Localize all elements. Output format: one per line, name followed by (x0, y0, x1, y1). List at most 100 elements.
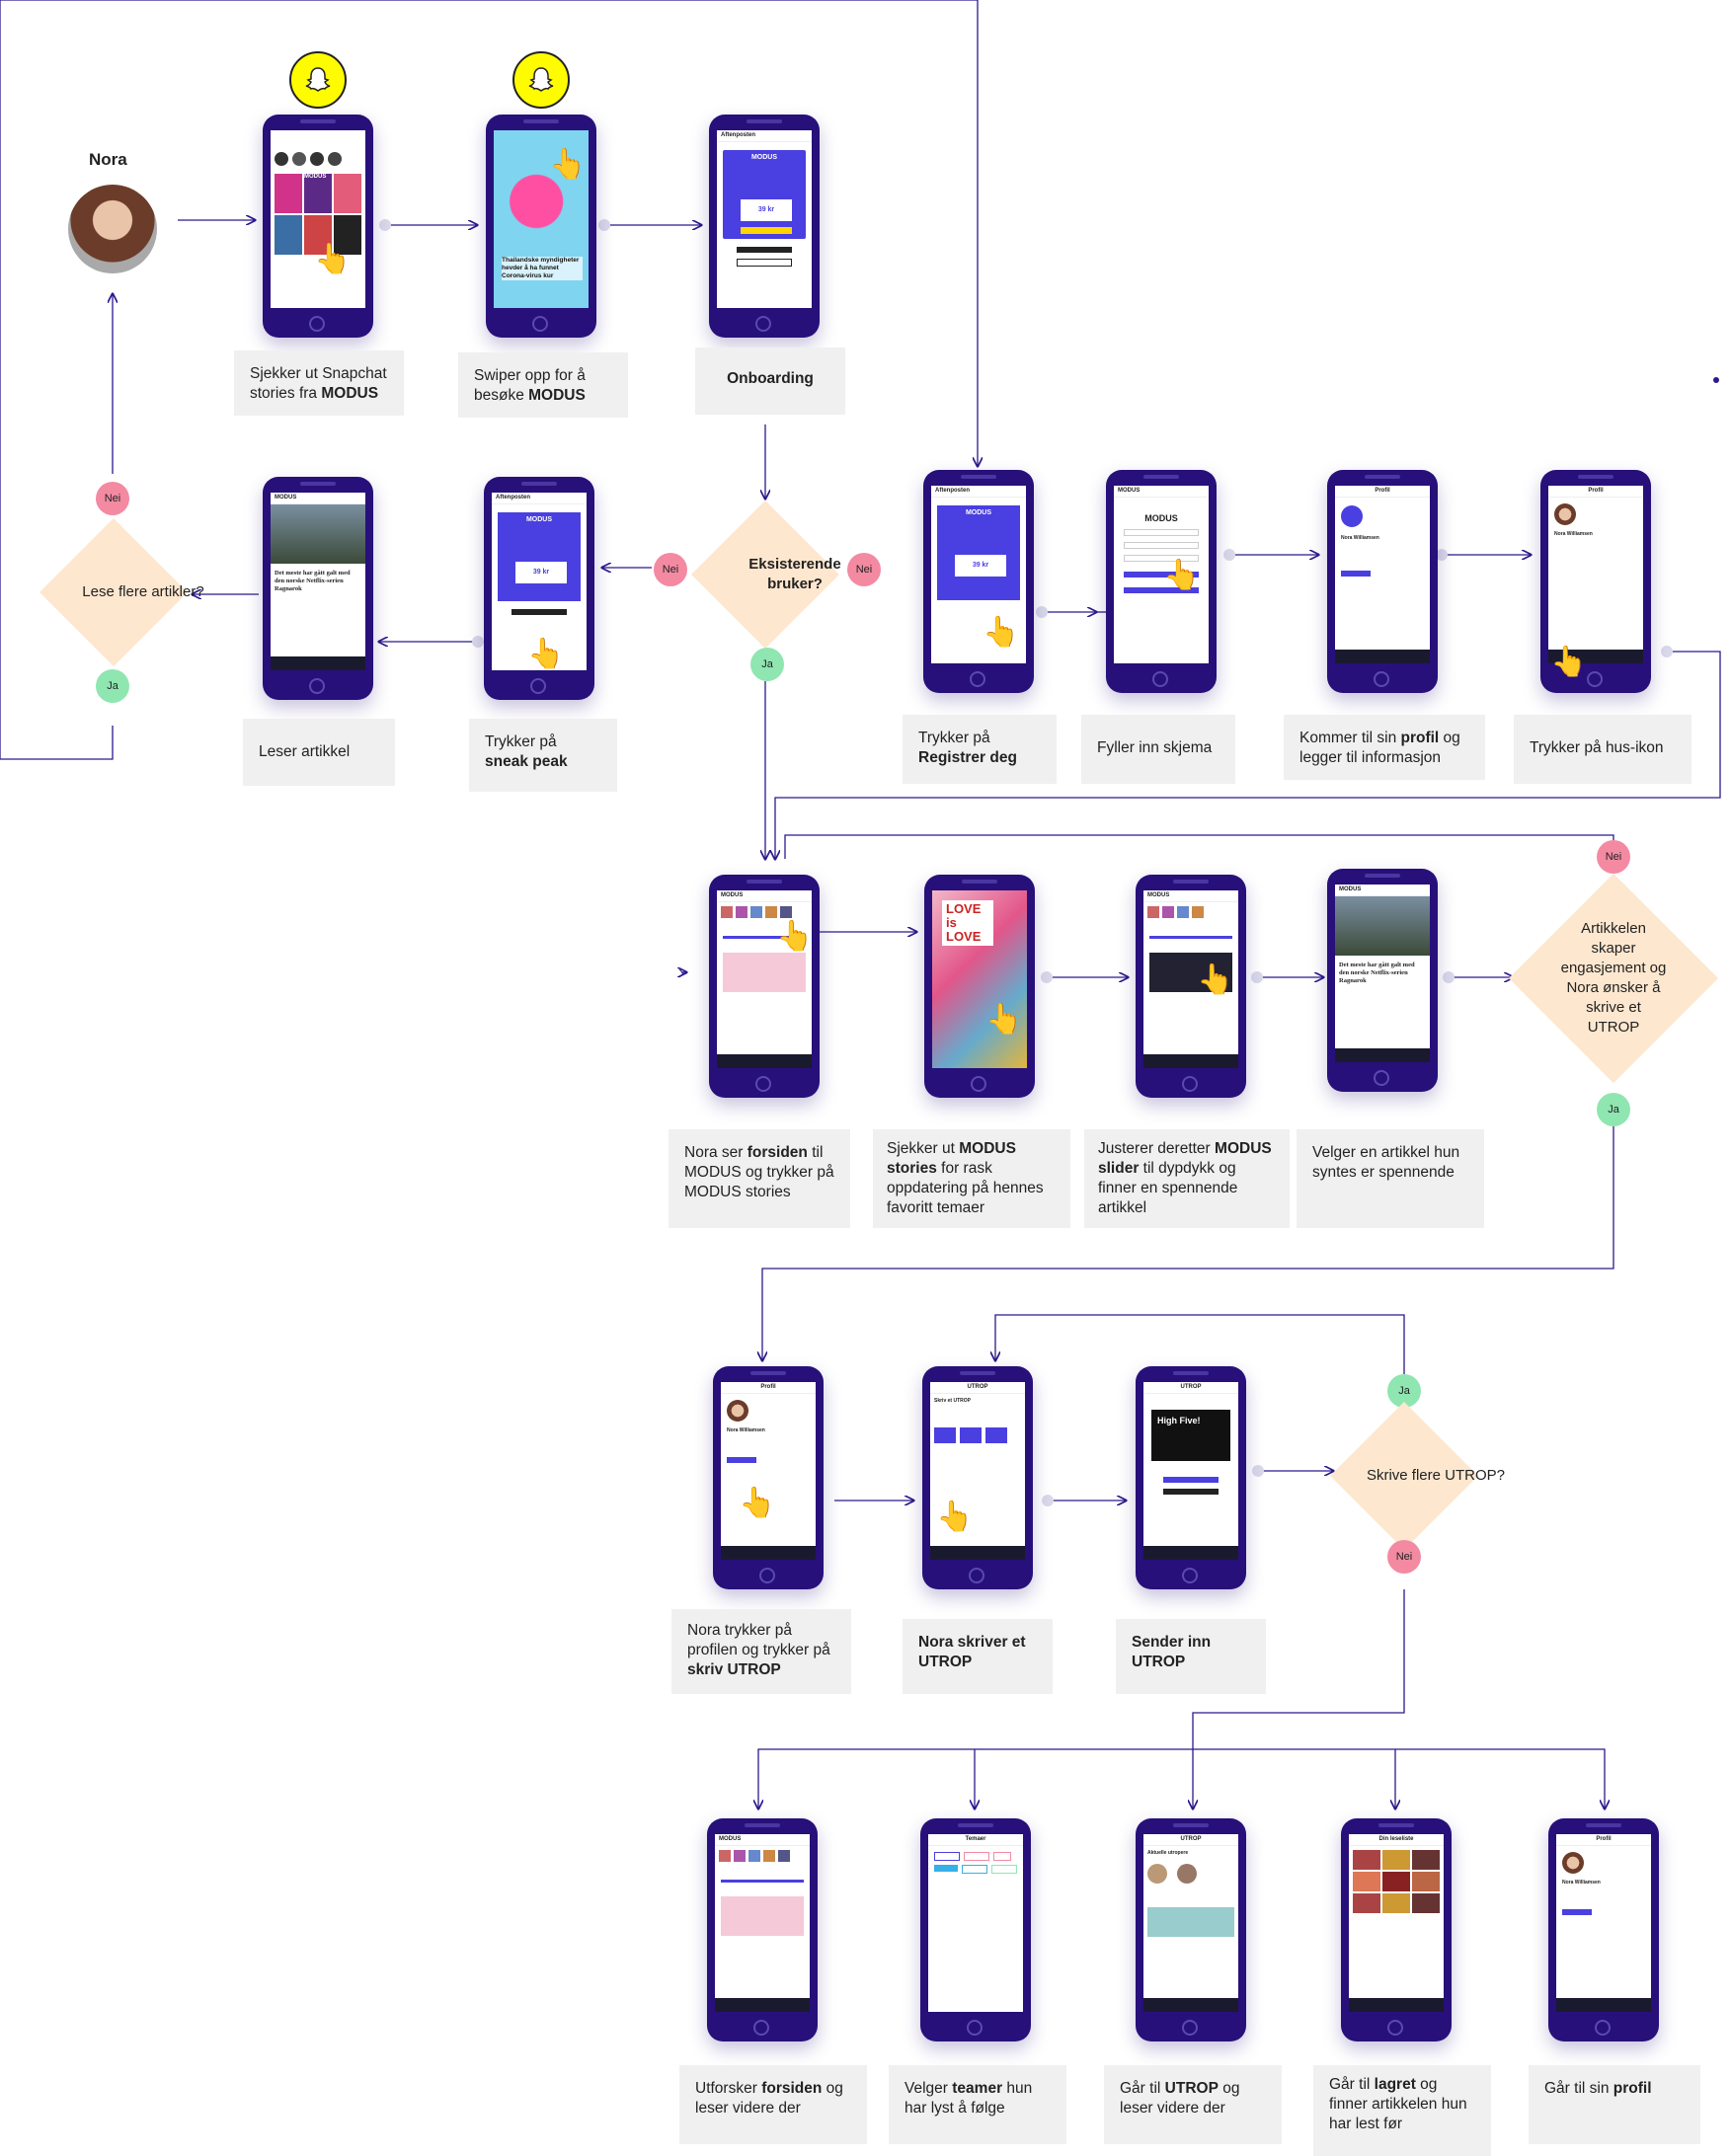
screen-brand: Aftenposten (717, 130, 812, 142)
phone-profile-home: Profil Nora Williamsen 👆 (1540, 470, 1651, 693)
modus-offer-title: MODUS (525, 516, 553, 523)
decision-lese-flere: Lese flere artikler? (39, 518, 204, 666)
screen-brand: Profil (721, 1382, 816, 1394)
phone-article: MODUS Det meste har gått galt med den no… (263, 477, 373, 700)
article-title: Det meste har gått galt med den norske N… (275, 570, 351, 592)
step-label: Justerer deretter MODUS slider til dypdy… (1084, 1129, 1290, 1228)
step-label: Går til lagret og finner artikkelen hun … (1313, 2065, 1491, 2156)
step-label: Går til sin profil (1529, 2065, 1700, 2144)
step-label: Trykker på Registrer deg (903, 715, 1057, 784)
snapchat-icon (289, 51, 347, 109)
screen-brand: MODUS (1143, 890, 1238, 902)
step-label: Onboarding (695, 347, 845, 415)
slider-hand-icon: 👆 (1197, 963, 1234, 996)
step-label: Går til UTROP og leser videre der (1104, 2065, 1282, 2144)
screen-brand: Profil (1556, 1834, 1651, 1846)
price: 39 kr (741, 199, 792, 221)
screen-brand: MODUS (1114, 486, 1209, 498)
decision-text: Artikkelen skaper engasjement og Nora øn… (1560, 920, 1667, 1036)
screen-brand: UTROP (1143, 1834, 1238, 1846)
modus-tile[interactable]: MODUS (304, 174, 332, 213)
tap-hand-icon: 👆 (936, 1501, 974, 1533)
phone-explore-frontpage: MODUS (707, 1818, 818, 2041)
badge-nei: Nei (654, 553, 687, 586)
profile-name: Nora Williamsen (1554, 531, 1593, 537)
step-label: Leser artikkel (243, 719, 395, 786)
screen-brand: Aftenposten (492, 493, 587, 504)
phone-profile: Profil Nora Williamsen (1327, 470, 1438, 693)
step-label: Velger teamer hun har lyst å følge (889, 2065, 1066, 2144)
phone-compose-utrop: UTROP Skriv et UTROP 👆 (922, 1366, 1033, 1589)
phone-snap-article: Thailandske myndigheter hevder å ha funn… (486, 115, 596, 338)
phone-own-profile: Profil Nora Williamsen (1548, 1818, 1659, 2041)
tap-hand-icon: 👆 (527, 638, 565, 670)
tap-hand-icon: 👆 (739, 1487, 776, 1519)
step-label: Nora ser forsiden til MODUS og trykker p… (669, 1129, 850, 1228)
phone-snapchat-stories: MODUS 👆 (263, 115, 373, 338)
screen-brand: UTROP (1143, 1382, 1238, 1394)
decision-skrive-flere: Skrive flere UTROP? (1330, 1402, 1505, 1550)
screen-brand: UTROP (930, 1382, 1025, 1394)
modus-offer-title: MODUS (965, 509, 992, 516)
decision-text: Skrive flere UTROP? (1366, 1467, 1506, 1484)
badge-nei: Nei (96, 482, 129, 515)
profile-name: Nora Williamsen (727, 1427, 765, 1433)
phone-write-utrop-profile: Profil Nora Williamsen 👆 (713, 1366, 824, 1589)
screen-brand: MODUS (1335, 885, 1430, 896)
phone-choose-article: MODUS Det meste har gått galt med den no… (1327, 869, 1438, 1092)
profile-name: Nora Williamsen (1562, 1880, 1601, 1886)
step-label: Swiper opp for å besøke MODUS (458, 352, 628, 418)
swipe-hand-icon: 👆 (549, 148, 587, 181)
badge-ja: Ja (96, 669, 129, 703)
snapchat-icon (512, 51, 570, 109)
phone-form: MODUS MODUS 👆 (1106, 470, 1217, 693)
article-title: Det meste har gått galt med den norske N… (1339, 962, 1415, 984)
phone-frontpage: MODUS 👆 (709, 875, 820, 1098)
step-label: Trykker på hus-ikon (1514, 715, 1692, 784)
phone-topics: Temaer (920, 1818, 1031, 2041)
step-label: Trykker på sneak peak (469, 719, 617, 792)
home-tap-hand-icon: 👆 (1550, 646, 1588, 678)
screen-brand: Temaer (928, 1834, 1023, 1846)
phone-sneak-peak: Aftenposten MODUS 39 kr 👆 (484, 477, 594, 700)
tap-hand-icon: 👆 (314, 243, 352, 275)
step-label: Velger en artikkel hun syntes er spennen… (1297, 1129, 1484, 1228)
tap-hand-icon: 👆 (776, 920, 814, 953)
step-label: Nora trykker på profilen og trykker på s… (671, 1609, 851, 1694)
phone-utrop-feed: UTROP Aktuelle utropere (1136, 1818, 1246, 2041)
step-label: Fyller inn skjema (1081, 715, 1235, 784)
decision-engasjement: Artikkelen skaper engasjement og Nora øn… (1508, 873, 1719, 1084)
price: 39 kr (955, 555, 1006, 577)
step-label: Nora skriver et UTROP (903, 1619, 1053, 1694)
step-label: Utforsker forsiden og leser videre der (679, 2065, 867, 2144)
step-label: Sender inn UTROP (1116, 1619, 1266, 1694)
tap-hand-icon: 👆 (983, 616, 1020, 649)
screen-brand: Din leseliste (1349, 1834, 1444, 1846)
tap-hand-icon: 👆 (1163, 559, 1201, 591)
badge-ja: Ja (1597, 1093, 1630, 1126)
step-label: Kommer til sin profil og legger til info… (1284, 715, 1485, 780)
story-love-text: LOVE is LOVE (942, 900, 993, 946)
screen-brand: Aftenposten (931, 486, 1026, 498)
price: 39 kr (515, 562, 567, 583)
step-label: Sjekker ut Snapchat stories fra MODUS (234, 350, 404, 416)
highfive-text: High Five! (1151, 1410, 1230, 1461)
decision-text: Lese flere artikler? (82, 583, 204, 600)
snap-headline: Thailandske myndigheter hevder å ha funn… (502, 257, 583, 280)
modus-offer-title: MODUS (750, 154, 778, 161)
form-title: MODUS (1144, 513, 1178, 523)
phone-stories: LOVE is LOVE 👆 (924, 875, 1035, 1098)
step-label: Sjekker ut MODUS stories for rask oppdat… (873, 1129, 1070, 1228)
screen-brand: Profil (1335, 486, 1430, 498)
badge-ja: Ja (750, 648, 784, 681)
persona-avatar (68, 185, 157, 273)
screen-brand: Profil (1548, 486, 1643, 498)
decision-text: Eksisterende bruker? (748, 556, 841, 592)
tap-hand-icon: 👆 (985, 1003, 1023, 1036)
phone-onboarding: Aftenposten MODUS 39 kr (709, 115, 820, 338)
compose-title: Skriv et UTROP (934, 1398, 971, 1404)
decision-eksisterende: Eksisterende bruker? (691, 500, 841, 649)
profile-name: Nora Williamsen (1341, 535, 1379, 541)
badge-nei: Nei (1597, 840, 1630, 874)
